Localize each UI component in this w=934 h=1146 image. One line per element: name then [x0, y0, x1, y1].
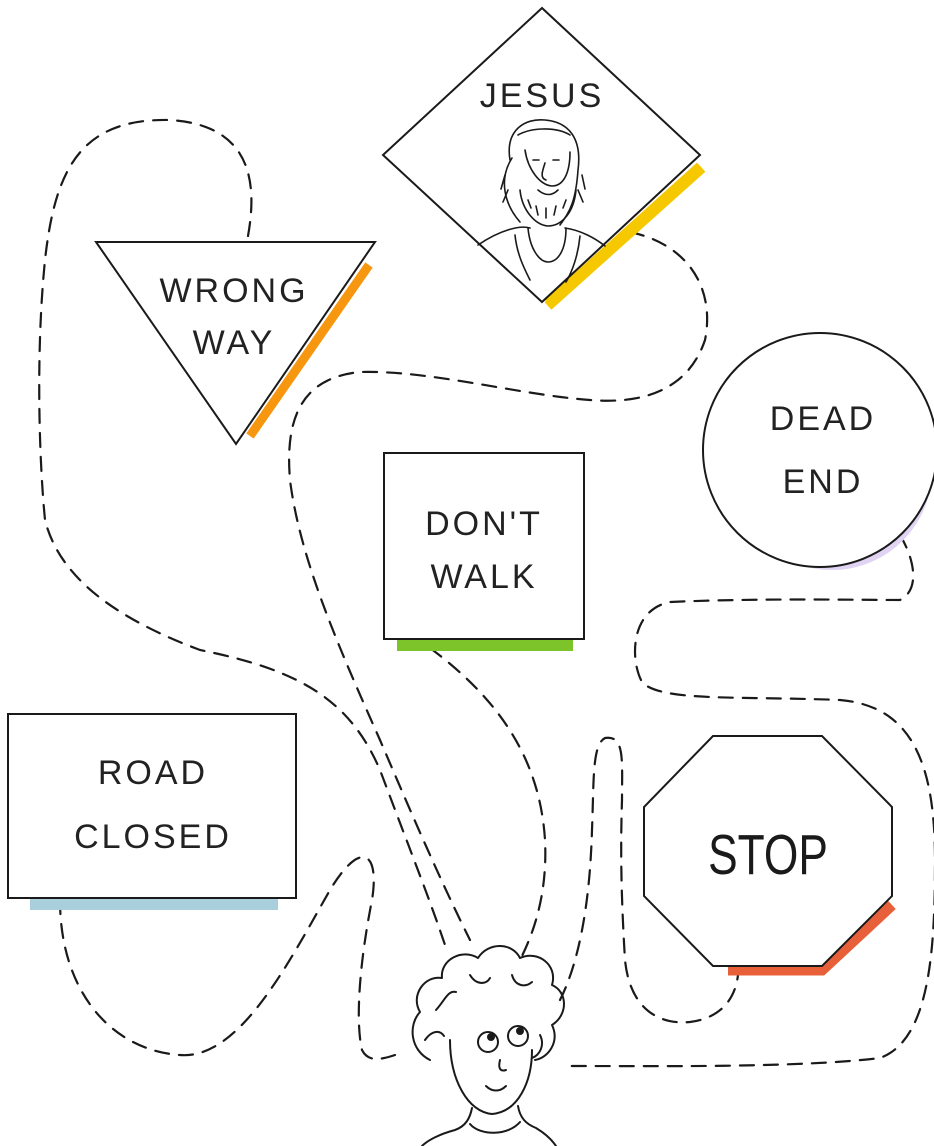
- jesus-sign: JESUS: [383, 8, 702, 306]
- stop-sign: STOP: [644, 736, 892, 970]
- dont-walk-shape: [384, 453, 584, 639]
- dont-walk-label-line2: WALK: [430, 558, 537, 596]
- dead-end-shape: [703, 333, 934, 567]
- dead-end-label-line2: END: [783, 463, 864, 501]
- jesus-sign-label: JESUS: [480, 77, 605, 115]
- road-closed-shape: [8, 714, 296, 898]
- stop-label: STOP: [708, 823, 828, 887]
- path-dont-walk: [430, 648, 545, 960]
- dont-walk-label-line1: DON'T: [425, 505, 543, 543]
- dead-end-label-line1: DEAD: [770, 400, 876, 438]
- wrong-way-sign: WRONG WAY: [96, 242, 375, 444]
- wrong-way-label-line2: WAY: [193, 324, 276, 362]
- dead-end-sign: DEAD END: [703, 333, 934, 570]
- road-closed-label-line2: CLOSED: [74, 818, 232, 856]
- road-closed-label-line1: ROAD: [98, 754, 208, 792]
- road-closed-sign: ROAD CLOSED: [8, 714, 296, 910]
- dont-walk-sign: DON'T WALK: [384, 453, 584, 651]
- wrong-way-label-line1: WRONG: [159, 272, 308, 310]
- child-figure-icon: [413, 946, 564, 1146]
- jesus-sign-shape: [383, 8, 700, 302]
